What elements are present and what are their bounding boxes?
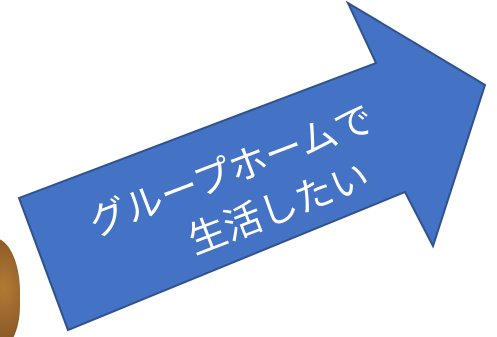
- arrow-shape: [17, 0, 487, 332]
- photo-fragment: [0, 238, 20, 337]
